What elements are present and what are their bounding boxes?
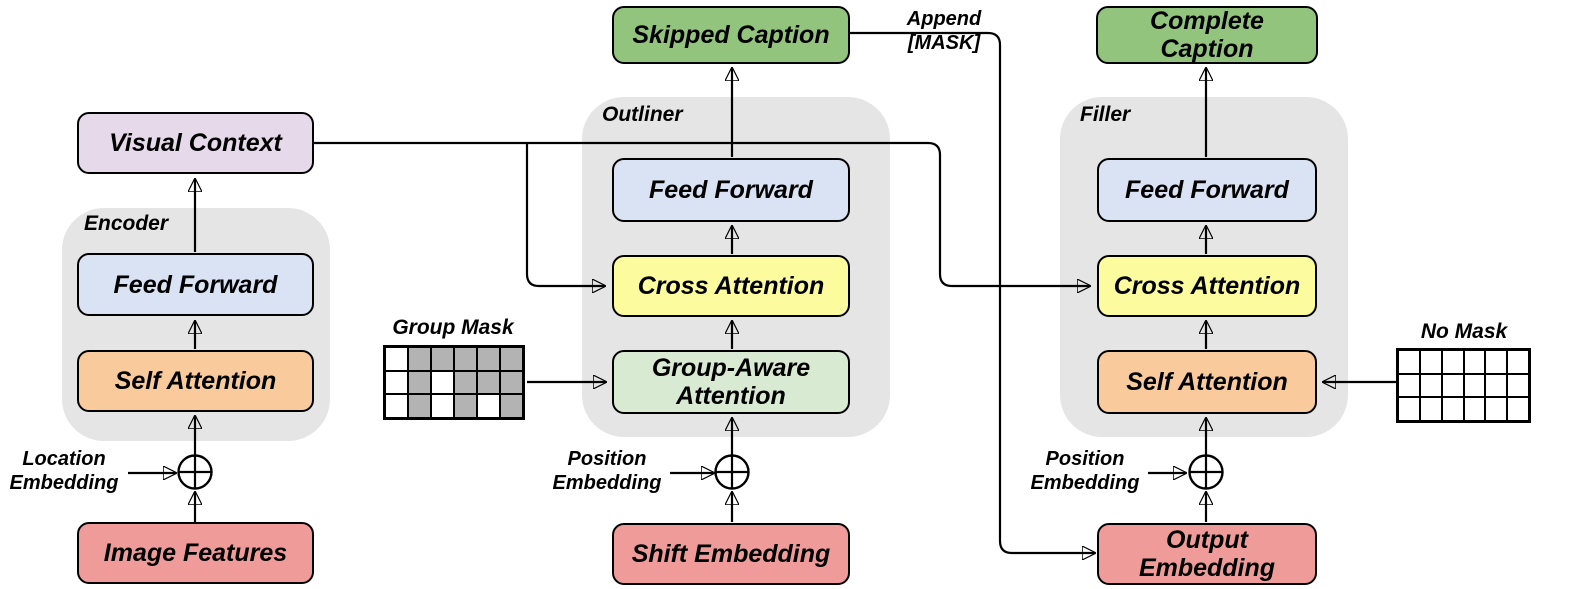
- mask-cell: [1485, 373, 1508, 398]
- self-attention-box-encoder: Self Attention: [77, 350, 314, 412]
- mask-cell: [1398, 350, 1420, 374]
- mask-cell: [1485, 397, 1508, 421]
- mask-cell: [454, 347, 477, 371]
- mask-cell: [408, 394, 431, 418]
- add-icon: [1188, 454, 1224, 490]
- mask-cell: [1419, 397, 1442, 421]
- outliner-label: Outliner: [602, 103, 683, 126]
- add-icon: [177, 454, 213, 490]
- mask-cell: [1441, 350, 1464, 374]
- mask-cell: [454, 394, 477, 418]
- group-mask-label: Group Mask: [392, 316, 514, 339]
- mask-cell: [431, 370, 454, 395]
- mask-cell: [431, 394, 454, 418]
- feed-forward-box-outliner: Feed Forward: [612, 158, 850, 222]
- mask-cell: [1398, 397, 1420, 421]
- mask-cell: [385, 370, 408, 395]
- mask-cell: [1463, 373, 1486, 398]
- cross-attention-box-filler: Cross Attention: [1097, 255, 1317, 317]
- mask-cell: [1507, 373, 1529, 398]
- complete-caption-box: Complete Caption: [1096, 6, 1318, 64]
- mask-cell: [1441, 397, 1464, 421]
- mask-cell: [477, 394, 500, 418]
- image-features-box: Image Features: [77, 522, 314, 584]
- mask-cell: [477, 347, 500, 371]
- shift-embedding-box: Shift Embedding: [612, 523, 850, 585]
- cross-attention-box-outliner: Cross Attention: [612, 255, 850, 317]
- mask-cell: [1507, 397, 1529, 421]
- location-embedding-label: Location Embedding: [9, 448, 119, 494]
- mask-cell: [454, 370, 477, 395]
- no-mask-label: No Mask: [1420, 320, 1508, 343]
- filler-label: Filler: [1080, 103, 1131, 126]
- mask-cell: [408, 347, 431, 371]
- mask-cell: [500, 370, 523, 395]
- feed-forward-box-filler: Feed Forward: [1097, 158, 1317, 222]
- position-embedding-label-filler: Position Embedding: [1030, 448, 1140, 494]
- mask-cell: [385, 347, 408, 371]
- group-mask-grid: [383, 345, 525, 420]
- skipped-caption-box: Skipped Caption: [612, 6, 850, 64]
- mask-cell: [1507, 350, 1529, 374]
- mask-cell: [1463, 350, 1486, 374]
- self-attention-box-filler: Self Attention: [1097, 350, 1317, 414]
- mask-cell: [477, 370, 500, 395]
- visual-context-box: Visual Context: [77, 112, 314, 174]
- mask-cell: [1441, 373, 1464, 398]
- mask-cell: [1485, 350, 1508, 374]
- mask-cell: [500, 394, 523, 418]
- mask-cell: [408, 370, 431, 395]
- mask-cell: [500, 347, 523, 371]
- feed-forward-box-encoder: Feed Forward: [77, 253, 314, 316]
- group-aware-attention-box: Group-Aware Attention: [612, 350, 850, 414]
- encoder-label: Encoder: [84, 212, 169, 235]
- mask-cell: [385, 394, 408, 418]
- mask-cell: [431, 347, 454, 371]
- append-mask-label: Append [MASK]: [906, 8, 982, 54]
- position-embedding-label-outliner: Position Embedding: [552, 448, 662, 494]
- output-embedding-box: Output Embedding: [1097, 523, 1317, 585]
- no-mask-grid: [1396, 348, 1531, 423]
- mask-cell: [1419, 373, 1442, 398]
- add-icon: [714, 454, 750, 490]
- mask-cell: [1398, 373, 1420, 398]
- mask-cell: [1463, 397, 1486, 421]
- mask-cell: [1419, 350, 1442, 374]
